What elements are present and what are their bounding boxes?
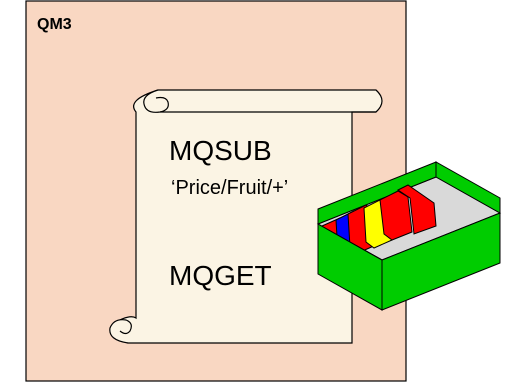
mqget-command: MQGET [169,260,272,291]
tray-right-back-wall [435,161,501,214]
mqsub-command: MQSUB [169,135,272,166]
topic-string: ‘Price/Fruit/+’ [171,177,289,199]
subscription-tray [316,161,502,311]
divider-tab-red-4 [397,184,437,235]
queue-manager-label: QM3 [37,16,72,33]
tray-right-wall [381,212,501,311]
scroll-bottom-roll [109,319,132,344]
divider-tab-red-3 [379,190,413,241]
tray-rim [317,223,383,261]
application-scroll [109,89,383,344]
